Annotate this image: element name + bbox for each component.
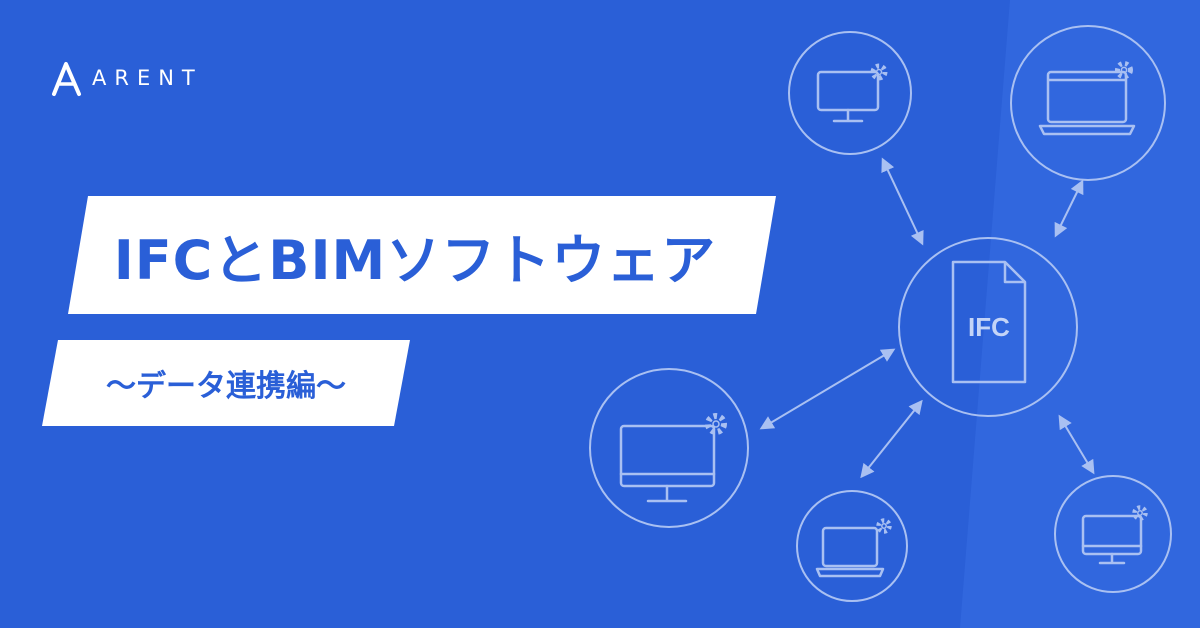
node-laptop-bottom	[796, 490, 908, 602]
gear-icon	[1132, 505, 1148, 521]
page-title: IFCとBIMソフトウェア	[113, 228, 717, 292]
gear-icon	[1115, 61, 1133, 79]
logo: ARENT	[46, 56, 203, 100]
monitor-icon	[619, 424, 716, 503]
gear-icon	[705, 413, 727, 435]
laptop-icon	[1038, 70, 1136, 136]
double-arrow-icon	[1058, 414, 1095, 475]
document-icon	[951, 260, 1027, 384]
laptop-icon	[815, 526, 885, 578]
logo-icon	[52, 62, 81, 96]
monitor-icon	[1081, 514, 1143, 565]
double-arrow-icon	[759, 348, 896, 430]
double-arrow-icon	[881, 157, 924, 246]
page-subtitle: 〜データ連携編〜	[106, 369, 346, 404]
logo-text: ARENT	[92, 66, 203, 90]
double-arrow-icon	[860, 399, 923, 479]
center-node: IFC	[898, 237, 1078, 417]
title-plate: IFCとBIMソフトウェア	[68, 196, 776, 314]
double-arrow-icon	[1054, 179, 1084, 238]
subtitle-plate: 〜データ連携編〜	[42, 340, 410, 426]
node-monitor-top	[788, 31, 912, 155]
node-monitor-left	[589, 368, 749, 528]
node-monitor-right	[1054, 475, 1172, 593]
node-laptop-top	[1010, 25, 1166, 181]
center-node-label: IFC	[968, 312, 1010, 342]
monitor-icon	[816, 70, 880, 123]
gear-icon	[870, 63, 888, 81]
gear-icon	[876, 518, 892, 534]
